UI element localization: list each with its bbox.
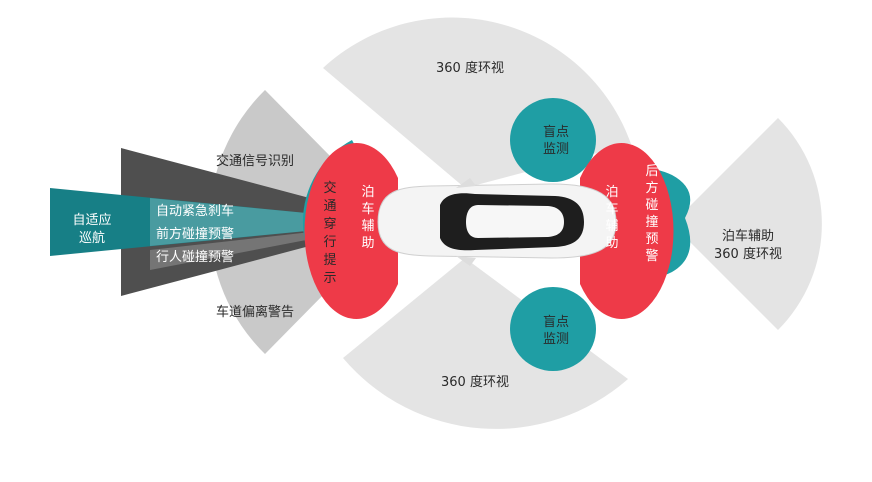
fcw-label: 前方碰撞预警 [156,226,234,242]
park-assist-360-label: 360 度环视 [714,246,782,262]
park-assist-rear-label: 车 [605,201,618,217]
cross-traffic-label: 通 [323,199,336,214]
park-assist-front-label: 辅 [361,219,374,234]
park-assist-rear-label: 助 [605,236,618,251]
park-assist-front-label: 车 [361,201,374,217]
blind-spot-bottom-label: 监测 [543,332,569,347]
surround-view-top-label: 360 度环视 [436,60,504,76]
blind-spot-bottom-label: 盲点 [543,314,569,330]
blind-spot-top-label: 盲点 [543,124,569,140]
rear-collision-label: 碰 [645,198,658,213]
cross-traffic-label: 交 [323,180,336,196]
park-assist-front-label: 泊 [361,185,374,200]
cross-traffic-label: 行 [323,235,336,250]
park-assist-rear-label: 泊 [605,185,618,200]
cross-traffic-label: 穿 [323,216,336,232]
traffic-sign-label: 交通信号识别 [216,153,294,169]
park-assist-front-zone [304,143,398,320]
surround-view-bottom-label: 360 度环视 [441,374,509,390]
blind-spot-top-zone [510,98,596,182]
park-assist-360-zone [672,118,822,330]
aeb-label: 自动紧急刹车 [156,203,234,219]
adaptive-cruise-zone [50,188,400,256]
lane-departure-label: 车道偏离警告 [216,304,294,320]
rear-collision-label: 警 [645,248,658,264]
blind-spot-top-label: 监测 [543,142,569,157]
rear-collision-label: 撞 [645,215,658,230]
cross-traffic-label: 示 [323,271,336,286]
park-assist-front-label: 助 [361,236,374,251]
park-assist-360-label: 泊车辅助 [722,228,774,244]
blind-spot-bottom-zone [510,287,596,371]
car-mirror-top [456,178,476,188]
car-roof [466,205,564,238]
adaptive-cruise-label: 巡航 [79,230,105,246]
rear-collision-label: 后 [645,164,658,179]
rear-collision-label: 方 [645,180,658,196]
rear-collision-label: 预 [645,232,658,247]
pedestrian-label: 行人碰撞预警 [156,249,234,265]
cross-traffic-label: 提 [323,252,336,268]
car-mirror-bottom [456,256,476,266]
park-assist-rear-zone [580,143,674,320]
car-top-view [377,178,617,266]
park-assist-rear-label: 辅 [605,219,618,234]
surround-view-bottom-zone [343,258,628,429]
adaptive-cruise-label: 自适应 [72,212,111,228]
